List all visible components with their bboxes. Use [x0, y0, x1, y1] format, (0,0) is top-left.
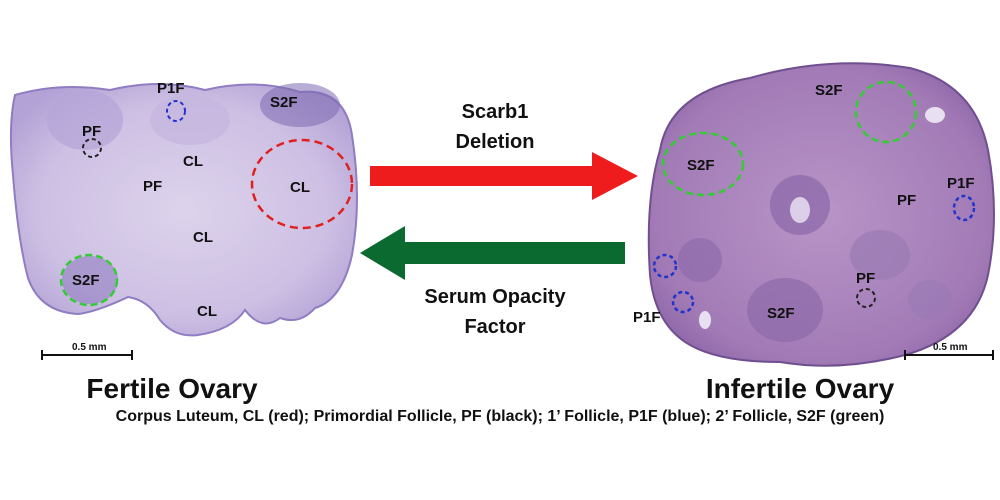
cl-label: CL	[183, 153, 203, 170]
follicle-region	[790, 197, 810, 223]
scale-bar-label: 0.5 mm	[933, 342, 968, 353]
s2f-label: S2F	[767, 305, 795, 322]
follicle-region	[699, 311, 711, 329]
reverse-arrow-label-line1: Serum Opacity	[424, 286, 566, 308]
scale-bar: 0.5 mm	[904, 342, 994, 360]
s2f-label: S2F	[270, 94, 298, 111]
forward-arrow-label-line1: Scarb1	[462, 101, 529, 123]
forward-arrow	[370, 152, 638, 200]
pf-circle	[856, 288, 876, 308]
s2f-circle	[661, 131, 745, 197]
pf-circle	[82, 138, 102, 158]
p1f-label: P1F	[157, 80, 185, 97]
pf-label: PF	[856, 270, 875, 287]
arrows: Scarb1 Deletion Serum Opacity Factor	[360, 101, 638, 338]
p1f-label: P1F	[947, 175, 975, 192]
scale-bar-label: 0.5 mm	[72, 342, 107, 353]
p1f-circle	[952, 194, 976, 222]
follicle-region	[150, 95, 230, 145]
pf-label: PF	[897, 192, 916, 209]
p1f-circle	[166, 100, 186, 122]
p1f-circle	[652, 253, 678, 279]
forward-arrow-label-line2: Deletion	[456, 131, 535, 153]
infertile-ovary-title: Infertile Ovary	[706, 373, 895, 404]
s2f-circle	[59, 253, 119, 307]
legend-caption: Corpus Luteum, CL (red); Primordial Foll…	[115, 408, 885, 425]
infertile-ovary-panel: S2F S2F PF P1F PF S2F P1F 0.5 mm Inferti…	[633, 62, 995, 404]
pf-label: PF	[143, 178, 162, 195]
pf-label: PF	[82, 123, 101, 140]
cl-label: CL	[290, 179, 310, 196]
follicle-region	[62, 256, 118, 304]
follicle-region	[260, 83, 340, 127]
s2f-label: S2F	[72, 272, 100, 289]
follicle-region	[47, 90, 123, 150]
s2f-label: S2F	[815, 82, 843, 99]
follicle-region	[747, 278, 823, 342]
follicle-region	[850, 230, 910, 280]
follicle-region	[925, 107, 945, 123]
p1f-circle	[671, 290, 695, 314]
cl-label: CL	[193, 229, 213, 246]
s2f-label: S2F	[687, 157, 715, 174]
p1f-label: P1F	[633, 309, 661, 326]
follicle-region	[908, 280, 952, 320]
cl-circle	[250, 138, 354, 230]
fertile-ovary-title: Fertile Ovary	[86, 373, 258, 404]
fertile-ovary-panel: P1F S2F PF CL PF CL CL S2F CL 0.5 mm Fer…	[9, 80, 358, 404]
s2f-circle	[854, 80, 918, 144]
reverse-arrow	[360, 226, 625, 280]
cl-label: CL	[197, 303, 217, 320]
scale-bar: 0.5 mm	[41, 342, 133, 360]
reverse-arrow-label-line2: Factor	[464, 316, 525, 338]
follicle-region	[678, 238, 722, 282]
